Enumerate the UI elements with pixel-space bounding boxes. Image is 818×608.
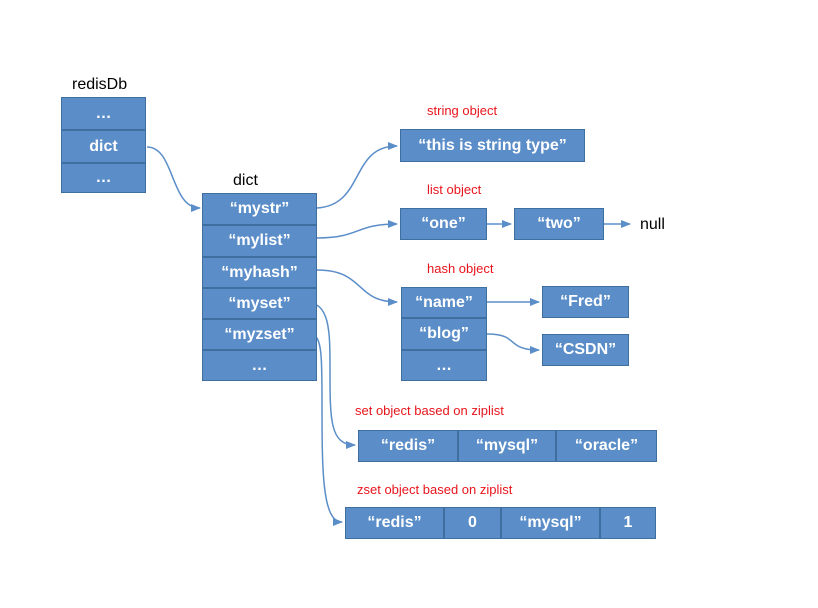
dict-key-myset: “myset” [202, 288, 317, 319]
zset-object-caption: zset object based on ziplist [357, 482, 513, 497]
dict-title: dict [233, 172, 258, 189]
set-item-mysql: “mysql” [458, 430, 556, 462]
arrow-mylist-list [316, 220, 398, 239]
list-item-one: “one” [400, 208, 487, 240]
zset-score-1: 1 [600, 507, 656, 539]
dict-key-mystr: “mystr” [202, 193, 317, 225]
set-object-caption: set object based on ziplist [355, 403, 504, 418]
hash-key-name: “name” [401, 287, 487, 318]
string-object-value: “this is string type” [400, 129, 585, 162]
string-object-caption: string object [427, 103, 498, 118]
redisdb-cell-dict: dict [61, 130, 146, 163]
redisdb-cell-3: … [61, 163, 146, 193]
set-item-redis: “redis” [358, 430, 458, 462]
arrow-blog-csdn [486, 333, 540, 354]
arrow-mystr-string [316, 142, 398, 209]
zset-member-mysql: “mysql” [501, 507, 600, 539]
redisdb-cell-1: … [61, 97, 146, 130]
zset-score-0: 0 [444, 507, 501, 539]
list-null-label: null [640, 216, 665, 233]
hash-key-blog: “blog” [401, 318, 487, 350]
hash-value-csdn: “CSDN” [542, 334, 629, 366]
arrow-redisdb-dict [146, 146, 201, 212]
dict-key-myhash: “myhash” [202, 257, 317, 288]
list-item-two: “two” [514, 208, 604, 240]
dict-key-more: … [202, 350, 317, 381]
arrow-myset-set [304, 301, 356, 449]
arrow-myzset-zset [311, 334, 343, 526]
hash-key-more: … [401, 350, 487, 381]
redisdb-title: redisDb [72, 76, 128, 93]
zset-member-redis: “redis” [345, 507, 444, 539]
hash-object-caption: hash object [427, 261, 494, 276]
arrow-myhash-hash [316, 269, 398, 306]
dict-key-myzset: “myzset” [202, 319, 317, 350]
set-item-oracle: “oracle” [556, 430, 657, 462]
list-object-caption: list object [427, 182, 482, 197]
hash-value-fred: “Fred” [542, 286, 629, 318]
dict-key-mylist: “mylist” [202, 225, 317, 257]
